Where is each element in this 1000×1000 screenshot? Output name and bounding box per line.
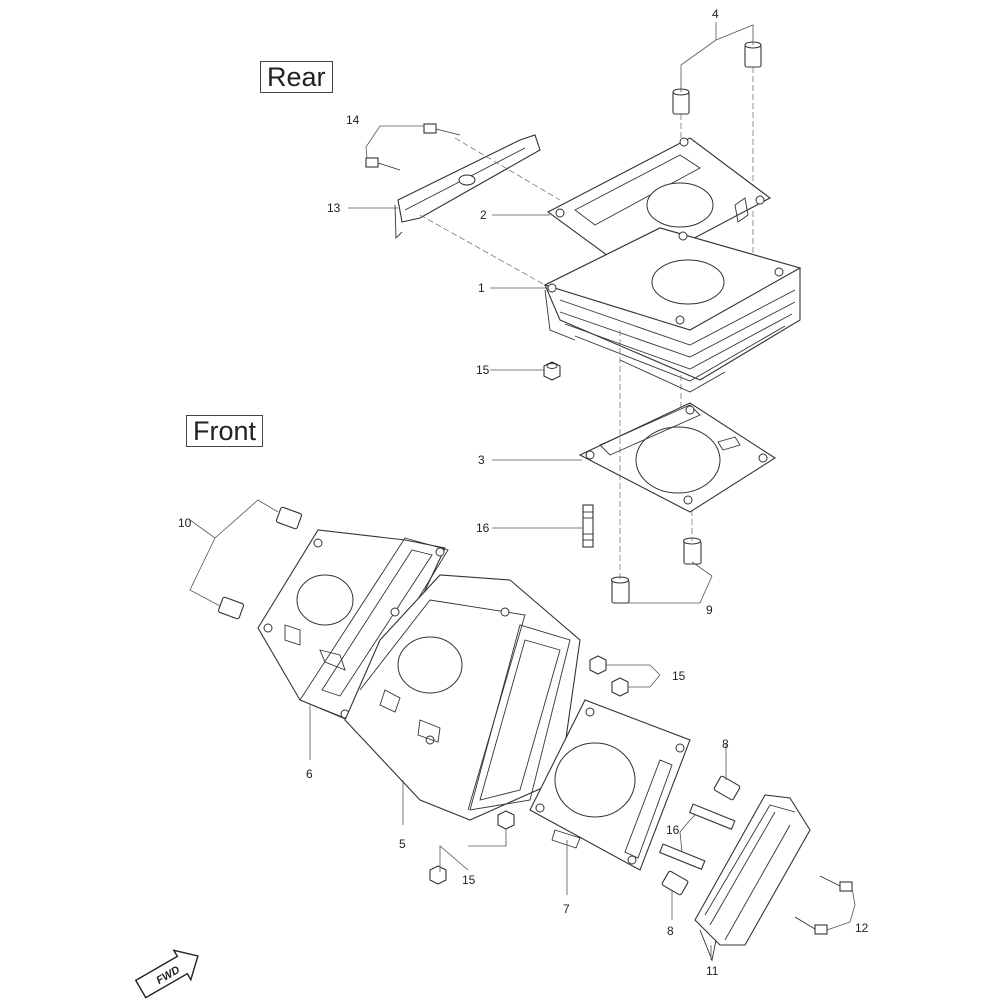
callout-5: 5: [399, 837, 406, 851]
callout-12: 12: [855, 921, 869, 935]
callout-6: 6: [306, 767, 313, 781]
chain-guide: [394, 134, 541, 240]
dowel-pin-lower-left: [610, 576, 630, 604]
cylinder-nut-rear: [543, 361, 561, 381]
stud-bolt-front-2: [659, 843, 706, 870]
dowel-pin-front-upper: [275, 506, 303, 530]
callout-8-upper: 8: [722, 737, 729, 751]
dowel-pin-front-8b: [661, 870, 689, 896]
callout-9: 9: [706, 603, 713, 617]
bolt-lower: [365, 157, 401, 171]
callout-4: 4: [712, 7, 719, 21]
cylinder-nut-front-2: [611, 677, 629, 697]
callout-14: 14: [346, 113, 360, 127]
bolt-upper: [423, 123, 461, 136]
cylinder-nut-front-1: [589, 655, 607, 675]
rear-view-label: Rear: [260, 61, 333, 93]
callout-10: 10: [178, 516, 192, 530]
callout-7: 7: [563, 902, 570, 916]
stud-bolt-rear: [582, 504, 594, 548]
callout-16-rear: 16: [476, 521, 490, 535]
callout-3: 3: [478, 453, 485, 467]
stud-bolt-front-1: [689, 803, 736, 830]
callout-15-front-bottom: 15: [462, 873, 476, 887]
dowel-pin-front-8a: [713, 775, 741, 801]
cylinder-base-gasket-front: [529, 699, 691, 871]
callout-15-front-right: 15: [672, 669, 686, 683]
callout-2: 2: [480, 208, 487, 222]
chain-guide-front: [694, 794, 811, 962]
callout-15-rear: 15: [476, 363, 490, 377]
cylinder-block: [543, 227, 802, 393]
fwd-arrow-icon: FWD: [134, 949, 199, 999]
cylinder-base-gasket: [578, 402, 777, 513]
cylinder-head-gasket: [546, 137, 772, 273]
cylinder-block-front: [344, 574, 581, 821]
callout-16-front: 16: [666, 823, 680, 837]
callout-11: 11: [706, 964, 719, 978]
dowel-pin-top-left: [672, 88, 690, 115]
front-view-label: Front: [186, 415, 264, 447]
callout-1: 1: [478, 281, 485, 295]
callout-13: 13: [327, 201, 341, 215]
dowel-pin-lower-right: [682, 537, 702, 565]
callout-leaders: [189, 22, 856, 960]
cylinder-nut-front-3: [429, 865, 447, 885]
callout-8-lower: 8: [667, 924, 674, 938]
cylinder-nut-front-4: [497, 810, 515, 830]
dowel-pin-top-right: [744, 41, 762, 68]
dowel-pin-front-lower: [217, 596, 245, 620]
bolt-front-upper: [819, 875, 853, 892]
bolt-front-lower: [794, 916, 828, 935]
